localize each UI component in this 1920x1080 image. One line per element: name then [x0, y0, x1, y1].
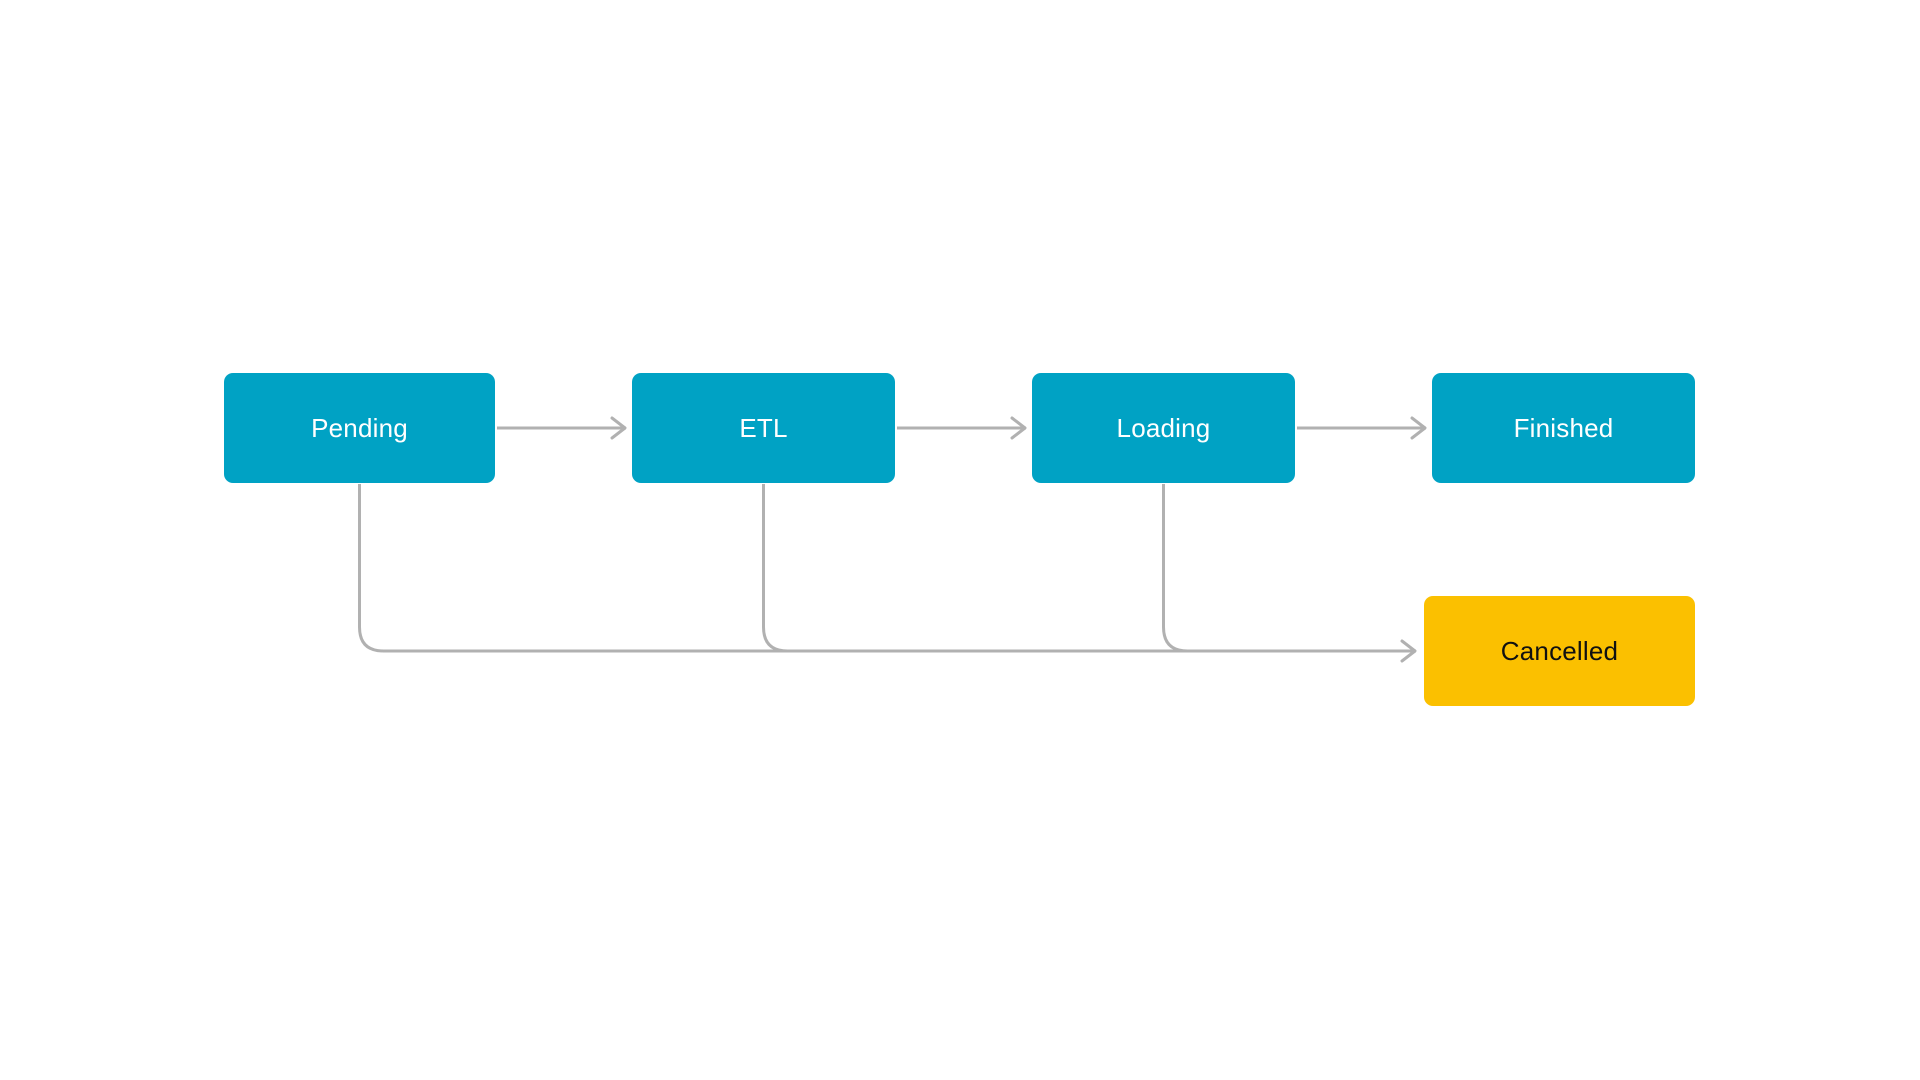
edge-loading-cancelled — [1162, 484, 1412, 653]
edge-pending-cancelled — [358, 484, 1417, 663]
node-finished-label: Finished — [1513, 412, 1614, 443]
node-finished[interactable]: Finished — [1432, 373, 1695, 483]
node-cancelled-label: Cancelled — [1500, 635, 1619, 666]
node-etl-label: ETL — [739, 412, 788, 443]
node-cancelled[interactable]: Cancelled — [1424, 596, 1695, 706]
node-etl[interactable]: ETL — [632, 373, 895, 483]
node-loading[interactable]: Loading — [1032, 373, 1295, 483]
node-loading-label: Loading — [1116, 412, 1211, 443]
node-pending[interactable]: Pending — [224, 373, 495, 483]
node-pending-label: Pending — [311, 412, 408, 443]
edge-etl-cancelled — [762, 484, 1412, 653]
